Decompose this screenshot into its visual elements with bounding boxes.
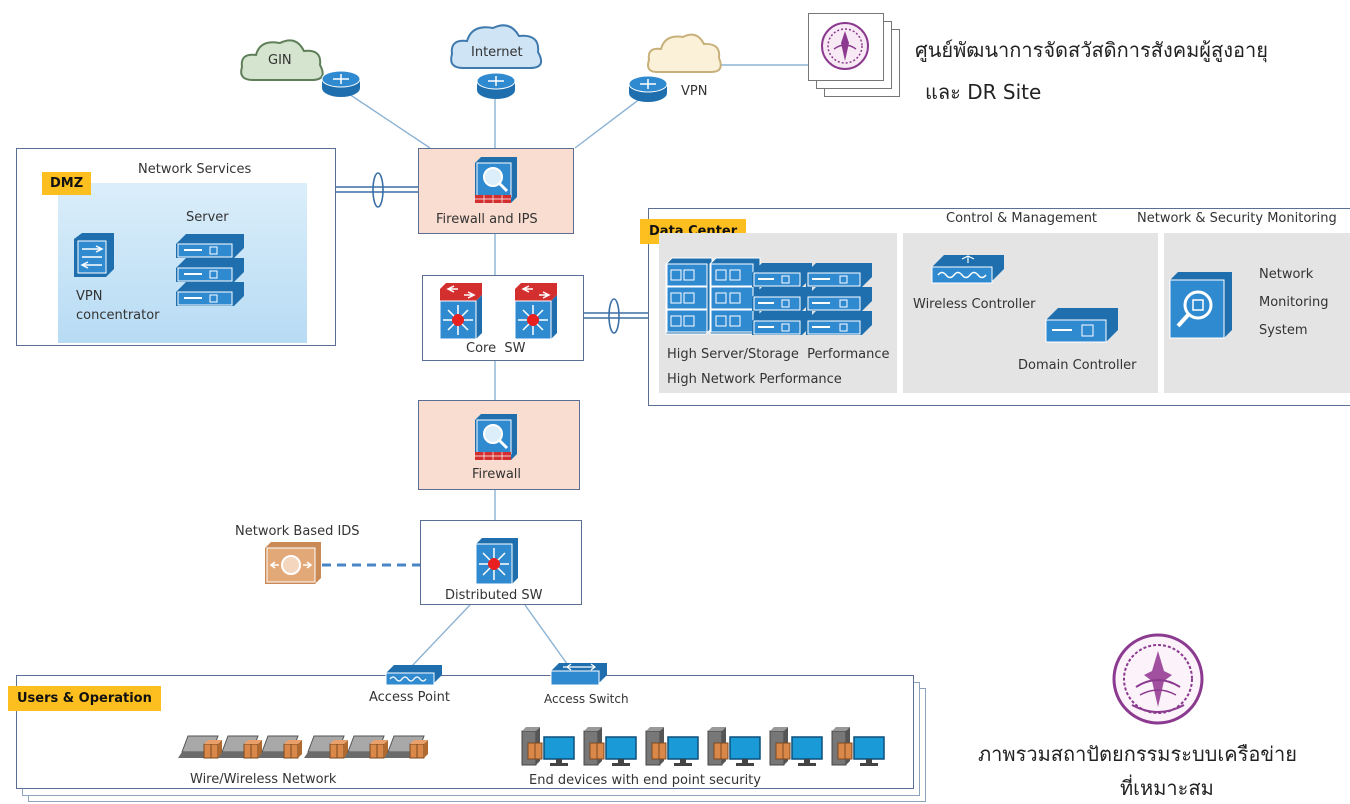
firewall-icon: [475, 414, 517, 460]
laptop-group-icon: [177, 735, 429, 759]
remote-site-title-line2: และ DR Site: [925, 80, 1042, 104]
distributed-sw-label: Distributed SW: [445, 588, 543, 603]
core-sw-label: Core SW: [466, 341, 526, 356]
gin-label: GIN: [268, 53, 292, 68]
emblem-icon-small: [821, 22, 869, 70]
network-monitoring-icon: [1169, 272, 1232, 339]
nids-sensor-icon: [265, 542, 321, 584]
wire-wireless-label: Wire/Wireless Network: [190, 772, 337, 787]
server-label: Server: [186, 210, 229, 225]
internet-label: Internet: [471, 45, 523, 60]
net-sec-monitoring-label: Network & Security Monitoring: [1137, 211, 1337, 226]
access-point-label: Access Point: [369, 690, 450, 705]
access-point-icon: [385, 665, 442, 686]
high-server-label: High Server/Storage Performance: [667, 347, 890, 362]
end-devices-label: End devices with end point security: [529, 773, 761, 788]
domain-controller-icon: [1045, 308, 1118, 343]
wireless-controller-label: Wireless Controller: [913, 297, 1036, 312]
access-switch-label: Access Switch: [544, 692, 629, 706]
access-switch-icon: [550, 663, 607, 686]
vpn-concentrator-label-1: VPN: [76, 289, 103, 304]
dmz-tag: DMZ: [42, 172, 92, 195]
firewall-ips-icon: [475, 157, 517, 203]
control-mgmt-label: Control & Management: [946, 211, 1098, 226]
emblem-icon: [1112, 633, 1204, 725]
router-icon-internet: [476, 72, 516, 99]
firewall-ips-label: Firewall and IPS: [436, 212, 538, 227]
desktop-group-icon: [521, 726, 885, 767]
wireless-controller-icon: [931, 255, 1004, 284]
server-stack-icon: [176, 234, 244, 306]
vpn-label: VPN: [681, 84, 708, 99]
caption-line1: ภาพรวมสถาปัตยกรรมระบบเครือข่าย: [978, 742, 1297, 766]
caption-line2: ที่เหมาะสม: [1120, 776, 1214, 800]
distributed-switch-icon: [475, 538, 518, 585]
gin-cloud-icon: [240, 39, 324, 81]
users-tag: Users & Operation: [8, 686, 161, 711]
nms-label-2: Monitoring: [1259, 295, 1329, 310]
domain-controller-label: Domain Controller: [1018, 358, 1137, 373]
dc-server-rack-icon-1: [752, 263, 812, 335]
vpn-cloud-icon: [647, 33, 722, 73]
nms-label-3: System: [1259, 323, 1308, 338]
users-panel: [16, 675, 914, 789]
vpn-concentrator-label-2: concentrator: [76, 308, 160, 323]
vpn-concentrator-icon: [74, 233, 114, 277]
nids-label: Network Based IDS: [235, 524, 360, 539]
high-network-label: High Network Performance: [667, 372, 842, 387]
firewall-label: Firewall: [472, 467, 522, 482]
core-switch-icon-1: [439, 283, 482, 340]
dc-server-rack-icon-2: [806, 263, 872, 335]
nms-label-1: Network: [1259, 267, 1314, 282]
network-services-label: Network Services: [138, 162, 252, 177]
internet-cloud-icon: [450, 24, 543, 69]
storage-array-icon: [665, 257, 761, 335]
core-switch-icon-2: [514, 283, 557, 340]
router-icon-gin: [321, 70, 361, 97]
router-icon-vpn: [628, 75, 668, 102]
remote-site-title-line1: ศูนย์พัฒนาการจัดสวัสดิการสังคมผู้สูงอายุ: [915, 38, 1268, 62]
remote-site-stack: [808, 13, 900, 97]
